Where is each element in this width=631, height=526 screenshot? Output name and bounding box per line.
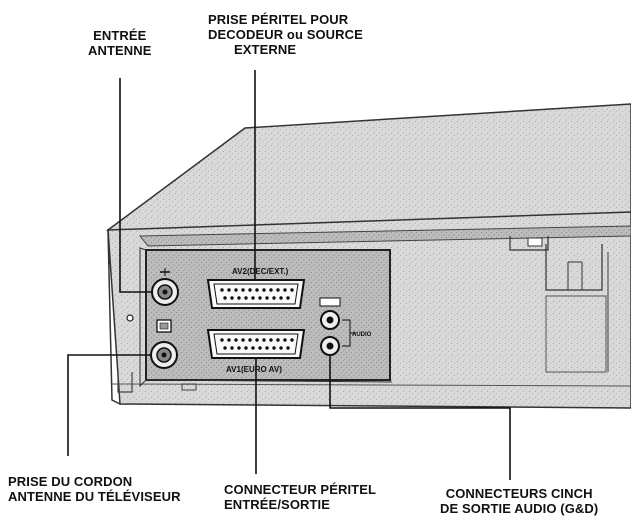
label-scart-decoder-line1: PRISE PÉRITEL POUR: [208, 12, 349, 27]
vcr-right-fan-panel: [545, 295, 607, 373]
leader-tv-cable: [67, 354, 151, 456]
vcr-bottom-trim: [111, 383, 631, 387]
av2-panel-label: AV2(DEC/EXT.): [232, 267, 289, 276]
label-tv-cable-line2: ANTENNE DU TÉLÉVISEUR: [8, 489, 181, 504]
label-antenna-in-line1: ENTRÉE: [93, 28, 147, 43]
label-scart-io-line1: CONNECTEUR PÉRITEL: [224, 482, 377, 497]
vcr-right-slot: [509, 236, 549, 251]
label-scart-decoder: PRISE PÉRITEL POUR DECODEUR ou SOURCE EX…: [208, 12, 363, 57]
vcr-right-bracket: [545, 244, 603, 291]
audio-panel-label: AUDIO: [352, 332, 372, 338]
label-tv-cable: PRISE DU CORDON ANTENNE DU TÉLÉVISEUR: [8, 474, 181, 504]
vcr-foot-left: [117, 370, 133, 393]
av1-panel-label: AV1(EURO AV): [226, 365, 282, 374]
label-scart-io-line2: ENTRÉE/SORTIE: [224, 497, 331, 512]
label-scart-decoder-line3: EXTERNE: [234, 42, 297, 57]
vcr-top-surface: [105, 103, 631, 233]
label-scart-io: CONNECTEUR PÉRITEL ENTRÉE/SORTIE: [224, 482, 376, 512]
leader-cinch: [329, 355, 511, 480]
vcr-back-ledge: [138, 225, 631, 247]
vcr-right-tab: [527, 237, 543, 247]
scart-socket-av2: [206, 279, 306, 309]
vcr-foot-mid: [181, 383, 197, 391]
vcr-left-edge: [107, 229, 121, 405]
vcr-right-bracket-inner: [567, 261, 583, 290]
tv-icon: [156, 319, 172, 333]
label-antenna-in: ENTRÉE ANTENNE: [88, 28, 152, 58]
label-scart-decoder-line2: DECODEUR ou SOURCE: [208, 27, 363, 42]
label-cinch-out: CONNECTEURS CINCH DE SORTIE AUDIO (G&D): [440, 486, 598, 516]
label-cinch-out-line2: DE SORTIE AUDIO (G&D): [440, 501, 599, 516]
label-tv-cable-line1: PRISE DU CORDON: [8, 474, 133, 489]
tv-cable-socket: [150, 341, 178, 369]
scart-socket-av1: [206, 329, 306, 359]
connector-panel-bevel: [139, 247, 393, 388]
label-antenna-in-line2: ANTENNE: [88, 43, 152, 58]
screw: [126, 314, 134, 322]
label-cinch-out-line1: CONNECTEURS CINCH: [445, 486, 593, 501]
leader-antenna-in: [119, 78, 152, 293]
audio-out-jacks: [319, 297, 356, 356]
